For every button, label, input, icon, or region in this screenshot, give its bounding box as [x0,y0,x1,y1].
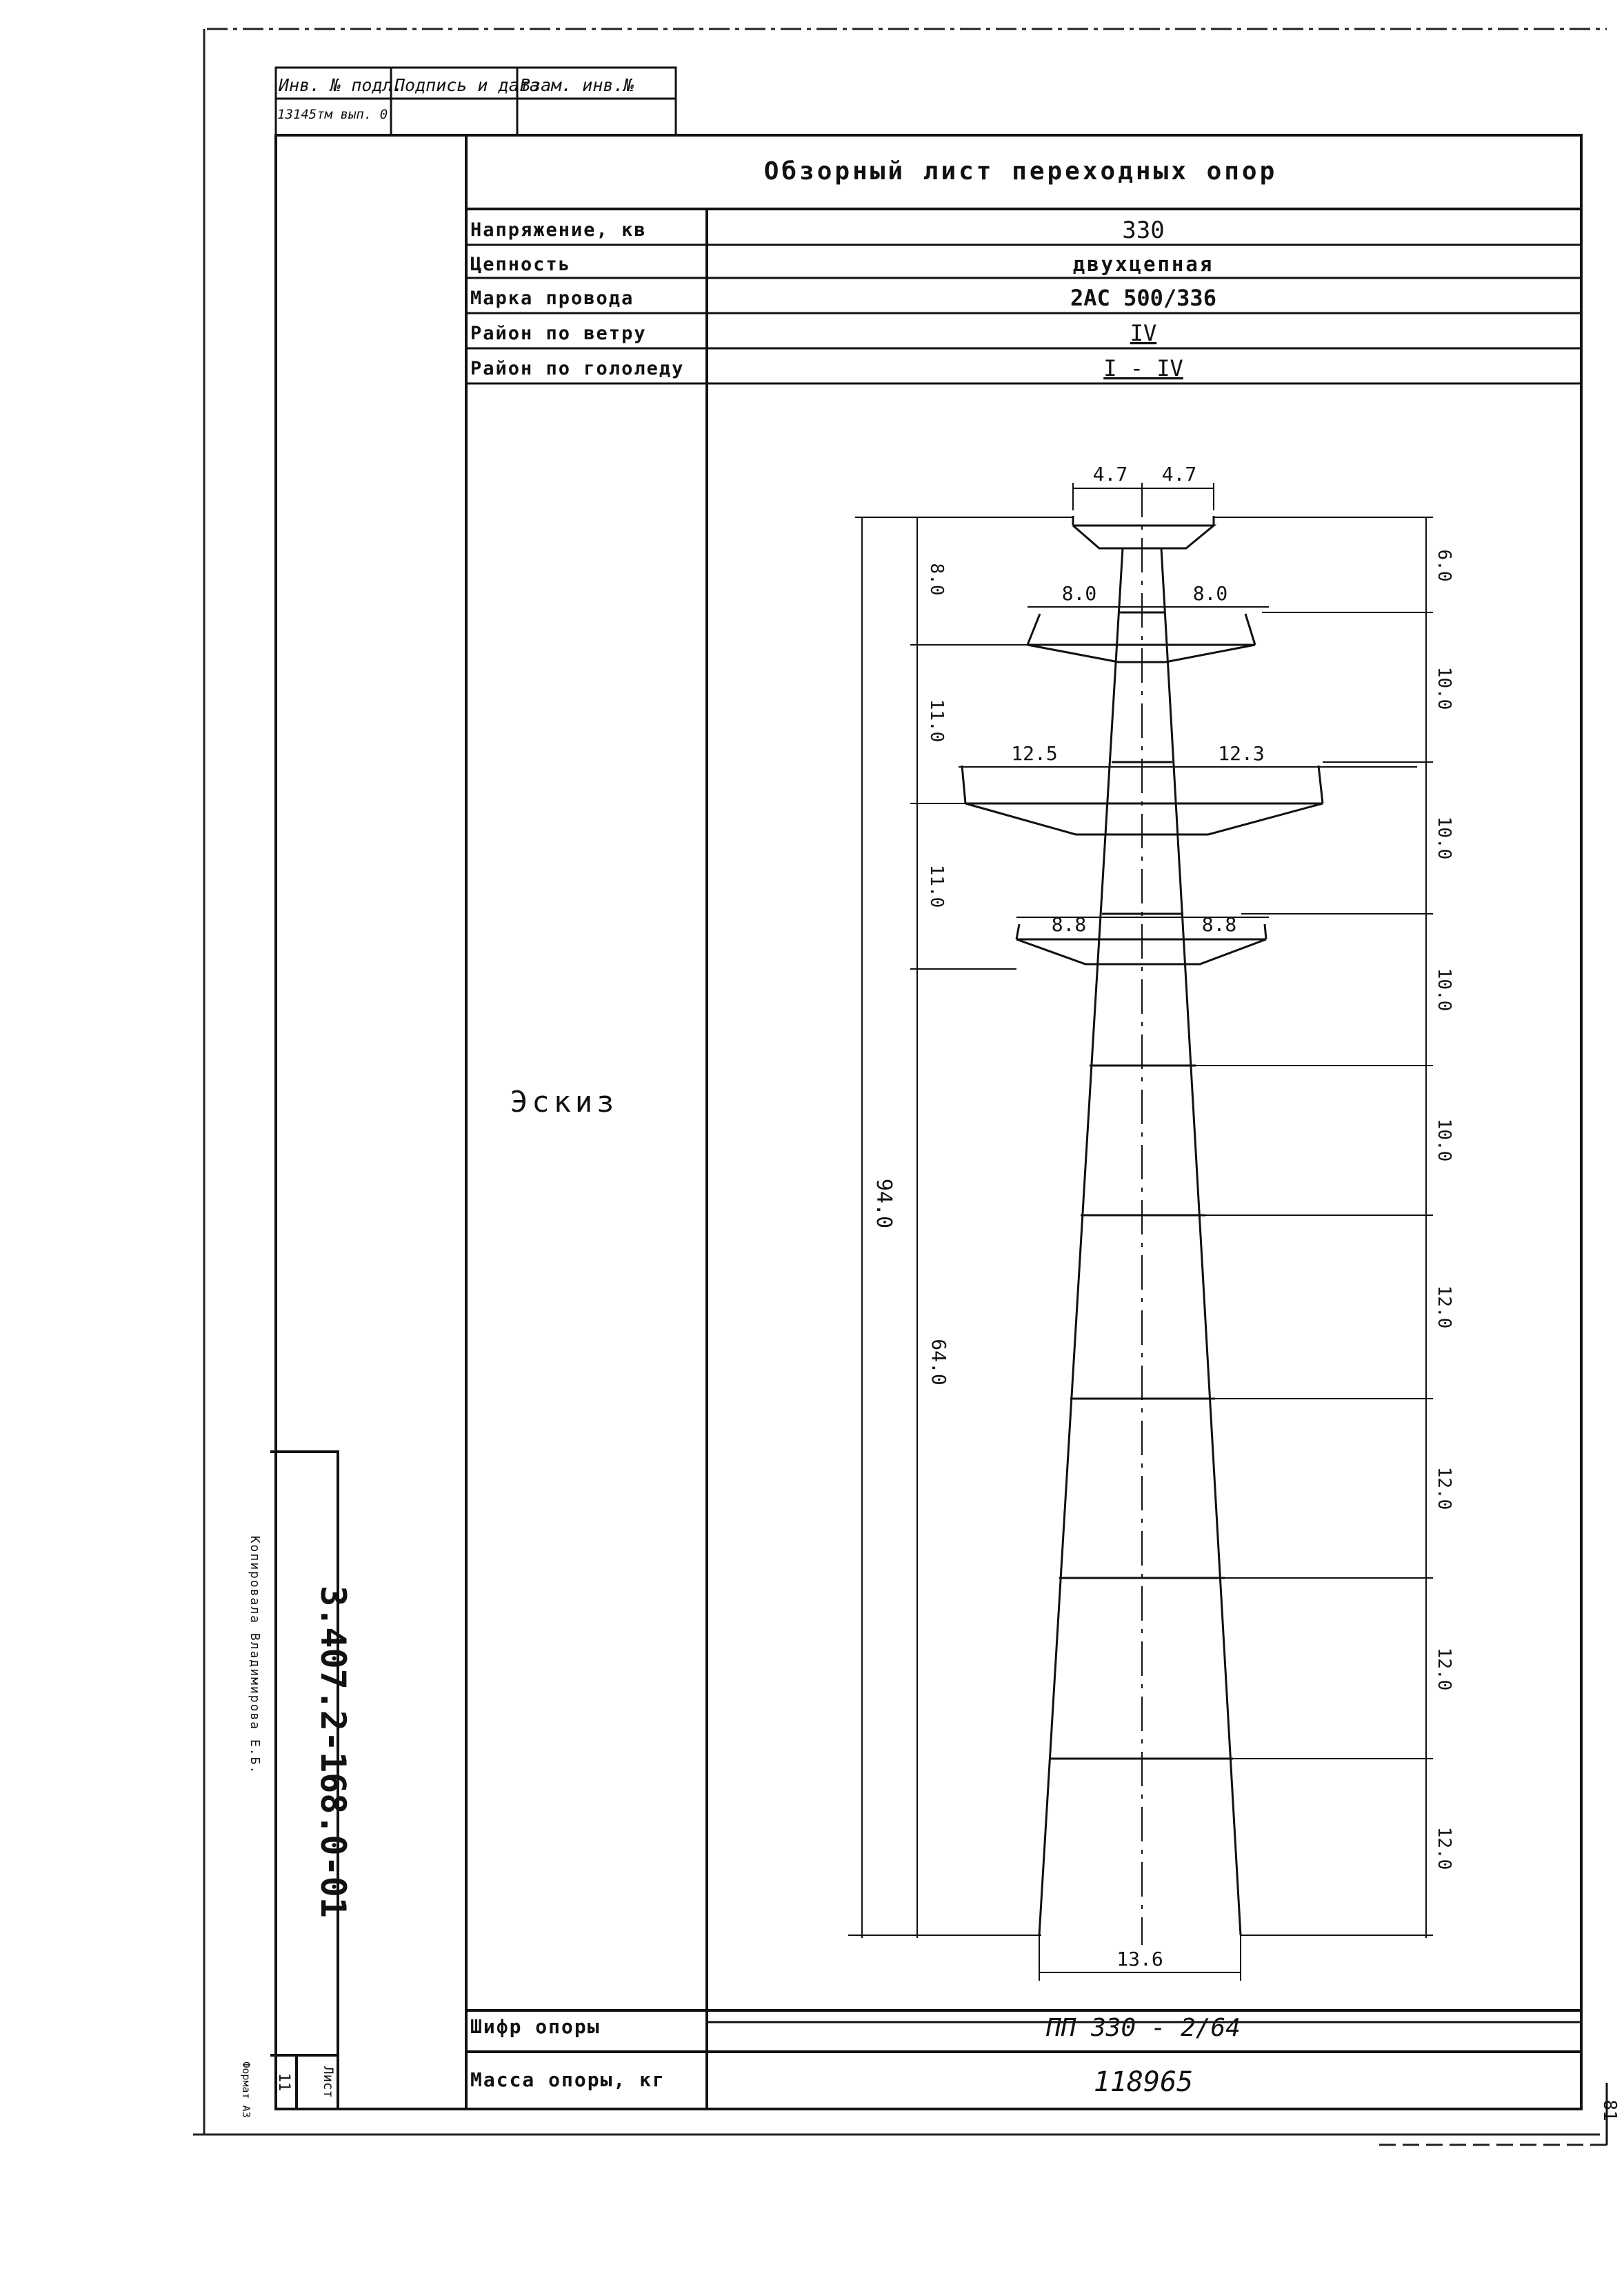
page-mark: 81 [1599,2099,1620,2121]
format-label: Формат А3 [240,2061,252,2117]
row-value-wire: 2АС 500/336 [1070,285,1216,311]
stamp-inv-value: 13145тм вып. 0 [277,107,388,122]
sheet-number: 11 [275,2073,292,2092]
dim-left-1: 8.0 [926,563,947,596]
dimension-lines [848,483,1433,1981]
dimension-values: 4.7 4.7 8.0 8.0 12.5 12.3 8.8 8.8 8.0 11… [872,463,1454,1970]
dim-fourth-right: 8.8 [1202,913,1237,936]
dim-left-3: 11.0 [926,865,947,908]
dim-left-lower: 64.0 [928,1339,950,1385]
stamp-inv-label: Инв. № подл. [278,75,403,95]
cipher-value: ПП 330 - 2/64 [1045,2014,1241,2042]
stamp-replace-label: Взам. инв.№ [520,75,634,95]
dim-right-3: 10.0 [1434,817,1454,860]
row-value-ice: I - IV [1103,355,1183,381]
stamp-sign-label: Подпись и дата [394,75,540,95]
dim-right-8: 12.0 [1434,1648,1454,1691]
arm-top [1072,524,1217,550]
row-label-ice: Район по гололеду [470,358,684,379]
row-value-circuits: двухцепная [1073,252,1214,276]
tower-left-leg [1038,548,1124,1936]
sketch-label: Эскиз [510,1085,618,1119]
mass-label: Масса опоры, кг [470,2068,665,2091]
sidebar-stamp [270,1450,339,2109]
sheet-label: Лист [321,2066,336,2098]
copied-by: Копировала Владимирова Е.Б. [248,1536,262,1775]
doc-code: 3.407.2-168.0-01 [313,1586,353,1918]
cipher-label: Шифр опоры [470,2015,601,2038]
row-label-voltage: Напряжение, кв [470,219,647,241]
dim-fourth-left: 8.8 [1052,913,1087,936]
mass-value: 118965 [1094,2066,1194,2098]
row-label-wind: Район по ветру [470,323,647,344]
dim-third-left: 12.5 [1011,742,1057,765]
tower-sketch [961,483,1324,1945]
dim-third-right: 12.3 [1218,742,1264,765]
row-value-wind: IV [1130,320,1157,346]
dim-second-left: 8.0 [1062,582,1097,605]
params-table: Напряжение, кв 330 Цепность двухцепная М… [470,217,1216,381]
tower-right-leg [1160,548,1242,1936]
dim-right-7: 12.0 [1434,1467,1454,1510]
main-frame [274,134,1583,2110]
dim-second-right: 8.0 [1193,582,1228,605]
row-value-voltage: 330 [1122,217,1164,244]
dim-right-4: 10.0 [1434,968,1454,1012]
row-label-wire: Марка провода [470,288,634,309]
dim-right-2: 10.0 [1434,667,1454,710]
dim-top-right: 4.7 [1162,463,1197,486]
dim-right-9: 12.0 [1434,1827,1454,1870]
dim-right-5: 10.0 [1434,1119,1454,1162]
page-title: Обзорный лист переходных опор [764,157,1278,186]
dim-left-2: 11.0 [926,699,947,743]
dim-right-1: 6.0 [1434,550,1454,582]
dim-left-total: 94.0 [872,1179,896,1228]
row-label-circuits: Цепность [470,254,571,275]
dim-right-6: 12.0 [1434,1286,1454,1329]
dim-top-left: 4.7 [1093,463,1128,486]
dim-base-width: 13.6 [1116,1948,1163,1970]
